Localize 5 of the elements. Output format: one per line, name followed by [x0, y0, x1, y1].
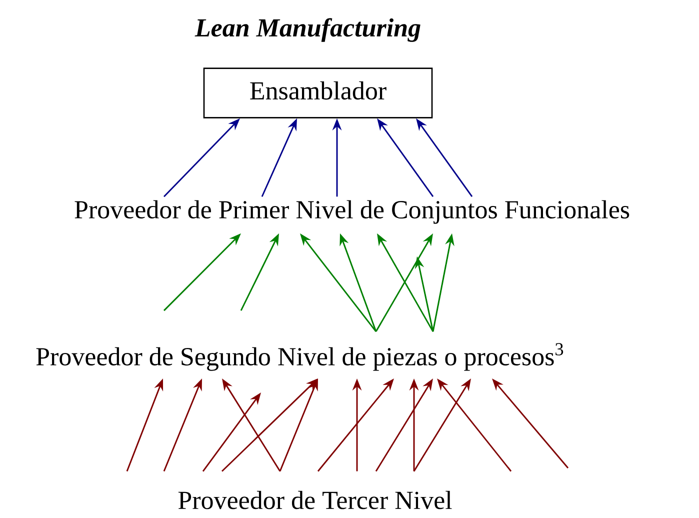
level-label: Proveedor de Segundo Nivel de piezas o procesos$^{3}$ [36, 343, 564, 371]
title: Lean Manufacturing [194, 18, 420, 42]
box: Ensamblador [203, 68, 433, 118]
level-label: Proveedor de Tercer Nivel [178, 490, 452, 510]
level-label: Proveedor de Primer Nivel de Conjuntos Funcionales [74, 200, 630, 224]
